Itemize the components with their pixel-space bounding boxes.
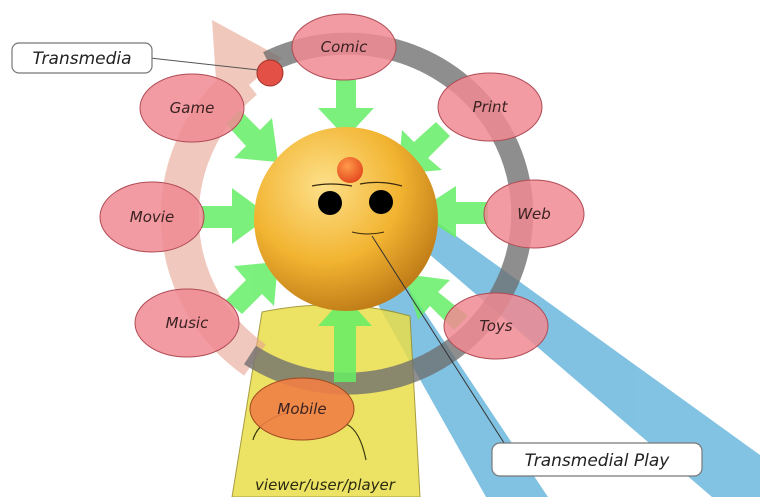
head-sphere [254, 127, 438, 311]
smiley-head-icon [254, 127, 438, 311]
transmedial-play-label: Transmedial Play [525, 451, 671, 471]
node-label-music: Music [166, 314, 209, 332]
sightline-beam-right [372, 194, 760, 497]
node-web: Web [483, 179, 585, 249]
node-label-comic: Comic [321, 38, 368, 56]
viewer-arm-line [345, 423, 367, 461]
node-label-movie: Movie [130, 208, 174, 226]
forehead-dot-icon [337, 157, 363, 183]
eye-left [318, 191, 342, 215]
node-movie: Movie [99, 181, 205, 253]
node-game: Game [139, 73, 245, 143]
node-label-mobile: Mobile [277, 400, 326, 418]
node-label-game: Game [170, 99, 215, 117]
head-brow [311, 183, 353, 187]
node-label-print: Print [473, 98, 509, 116]
eye-right [369, 190, 393, 214]
red-dot-icon [256, 59, 284, 87]
arrow-from-web [416, 186, 488, 238]
viewer-label: viewer/user/player [255, 476, 396, 494]
transmedia-leader-line [149, 57, 259, 71]
transmedial-play-callout: Transmedial Play [491, 442, 703, 477]
head-mouth [351, 231, 385, 235]
media-nodes: Comic Game Print Movie Web Music Toys M [99, 13, 585, 441]
node-toys: Toys [443, 292, 549, 360]
node-print: Print [437, 72, 543, 142]
transmedia-label: Transmedia [32, 49, 131, 69]
node-comic: Comic [291, 13, 397, 81]
head-brow [359, 181, 403, 187]
node-label-toys: Toys [479, 317, 512, 335]
transmedial-play-leader-line [371, 235, 507, 447]
node-label-web: Web [517, 205, 551, 223]
arrow-from-movie [202, 188, 270, 244]
node-mobile: Mobile [249, 377, 355, 441]
arrow-from-music [226, 262, 278, 314]
transmedia-callout: Transmedia [11, 42, 153, 74]
arrow-from-mobile [318, 296, 372, 382]
node-music: Music [134, 288, 240, 358]
arrow-from-comic [318, 80, 374, 138]
